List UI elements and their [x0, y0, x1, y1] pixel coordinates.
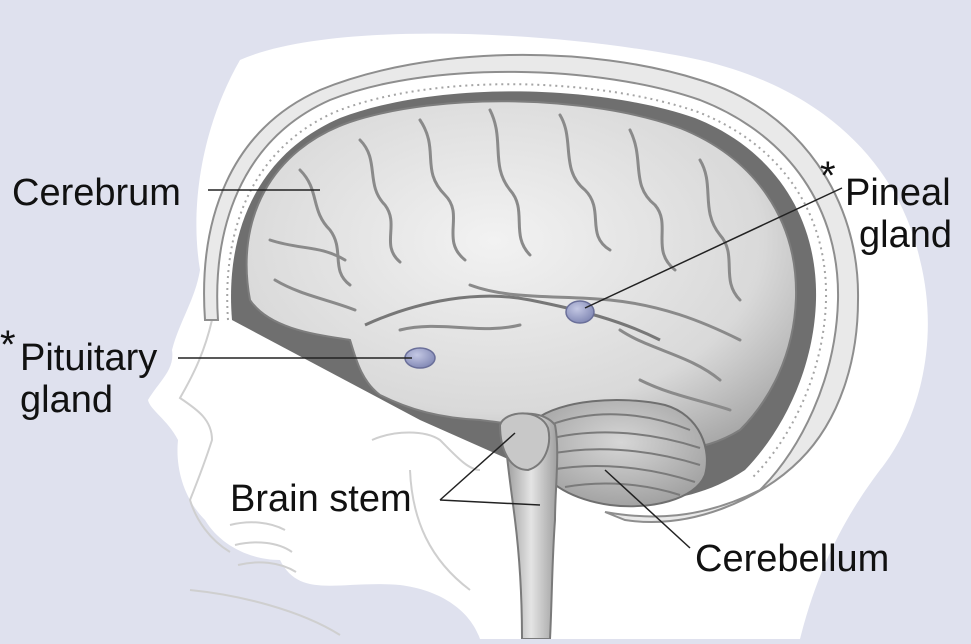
pineal-asterisk: *	[820, 154, 836, 198]
label-pineal-line1: Pineal	[845, 172, 951, 214]
label-pineal-line2: gland	[859, 214, 952, 256]
brain-stem-shape	[503, 412, 559, 640]
leader-lines	[178, 187, 843, 549]
label-cerebrum: Cerebrum	[12, 172, 181, 214]
pituitary-asterisk: *	[0, 323, 16, 367]
label-pituitary-gland: Pituitary gland	[20, 337, 157, 421]
cerebellum-leader	[604, 469, 691, 549]
brain-stem-leader-upper	[439, 432, 516, 501]
cerebellum-folia	[544, 413, 701, 496]
label-pineal-gland: Pineal gland	[845, 172, 952, 256]
label-pituitary-line2: gland	[20, 379, 113, 421]
pons-shape	[498, 412, 550, 472]
label-cerebellum: Cerebellum	[695, 538, 890, 580]
brain-stem-leader-lower	[439, 499, 541, 506]
skull-outline	[178, 319, 481, 636]
lateral-sulcus	[364, 294, 661, 342]
skull-bone	[203, 53, 860, 523]
pineal-leader	[584, 187, 843, 309]
label-pituitary-line1: Pituitary	[20, 337, 158, 379]
cerebrum-shape	[245, 100, 798, 452]
label-brain-stem: Brain stem	[230, 478, 412, 520]
cerebrum-folds	[268, 108, 742, 412]
cerebellum-shape	[534, 399, 708, 508]
pineal-gland-marker	[565, 300, 595, 324]
